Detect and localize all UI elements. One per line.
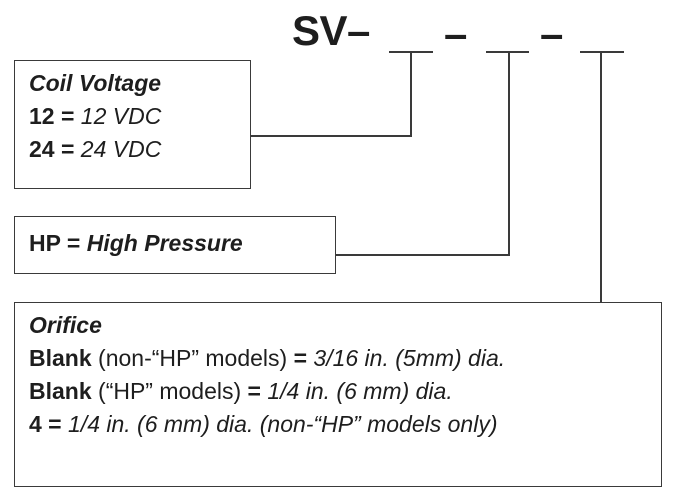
hp-connector [336,52,510,256]
hp-option: HP = High Pressure [29,222,325,264]
orifice-option-note: (“HP” models) [98,378,242,404]
separator-1: – [444,10,467,57]
orifice-option-equals: = [293,345,308,371]
model-code-title: SV– [292,7,370,54]
coil-option-24: 24 = 24 VDC [29,133,240,166]
high-pressure-box: HP = High Pressure [14,216,336,274]
coil-option-code: 24 = [29,136,75,162]
coil-voltage-heading: Coil Voltage [29,70,162,96]
orifice-heading: Orifice [29,312,102,338]
orifice-option-equals: = [247,378,261,404]
coil-connector [251,52,412,137]
orifice-option-blank-non-hp: Blank (non-“HP” models) = 3/16 in. (5mm)… [29,342,651,375]
orifice-box: Orifice Blank (non-“HP” models) = 3/16 i… [14,302,662,487]
orifice-option-code: 4 = [29,411,62,437]
orifice-option-note: (non-“HP” models) [98,345,288,371]
coil-option-desc: 12 VDC [80,103,162,129]
orifice-option-desc: 3/16 in. (5mm) dia. [313,345,506,371]
separator-2: – [540,10,563,57]
orifice-option-code: Blank [29,378,92,404]
orifice-option-blank-hp: Blank (“HP” models) = 1/4 in. (6 mm) dia… [29,375,651,408]
coil-option-12: 12 = 12 VDC [29,100,240,133]
coil-voltage-box: Coil Voltage 12 = 12 VDC 24 = 24 VDC [14,60,251,189]
orifice-option-desc: 1/4 in. (6 mm) dia. (non-“HP” models onl… [68,411,498,437]
orifice-option-code: Blank [29,345,92,371]
coil-option-code: 12 = [29,103,75,129]
hp-desc: High Pressure [86,230,243,256]
coil-option-desc: 24 VDC [80,136,162,162]
orifice-option-4: 4 = 1/4 in. (6 mm) dia. (non-“HP” models… [29,408,651,441]
orifice-option-desc: 1/4 in. (6 mm) dia. [267,378,453,404]
hp-code: HP = [29,230,81,256]
